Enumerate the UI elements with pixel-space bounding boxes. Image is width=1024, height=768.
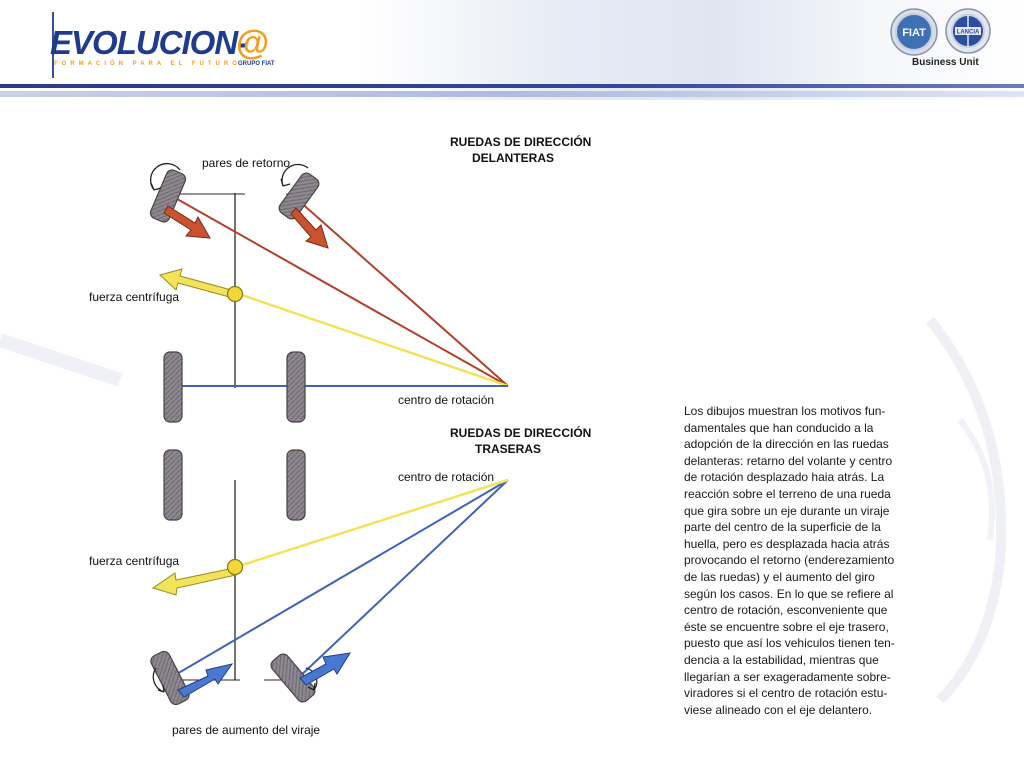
front-title-line1: RUEDAS DE DIRECCIÓN — [450, 134, 591, 149]
header-rule — [0, 84, 1024, 88]
description-line: Los dibujos muestran los motivos fun- — [684, 404, 886, 418]
business-unit-label: Business Unit — [912, 57, 979, 68]
description-line: viradores si el centro de rotación estu- — [684, 686, 888, 701]
rear-torque-label: pares de aumento del viraje — [172, 723, 320, 737]
brand-at-symbol: @ — [236, 24, 270, 62]
description-line: dencia a la estabilidad, mientras que — [684, 652, 879, 667]
description-line: adopción de la dirección en las ruedas — [684, 437, 889, 452]
description-paragraph: Los dibujos muestran los motivos fun- da… — [684, 403, 952, 718]
description-line: huella, pero es desplazada hacia atrás — [684, 536, 890, 551]
front-center-label: centro de rotación — [398, 393, 494, 407]
description-line: reacción sobre el terreno de una rueda — [684, 486, 891, 501]
header-banner — [0, 0, 1024, 100]
rear-right-wheel — [270, 653, 316, 703]
description-line: llegarían a ser exageradamente sobre- — [684, 669, 891, 684]
brand-tagline: FORMACIÓN PARA EL FUTURO — [54, 61, 241, 67]
rear-yellow-line — [235, 478, 509, 569]
description-line: de las ruedas) y el aumento del giro — [684, 569, 875, 584]
rear-diagram-front-left-wheel — [163, 449, 183, 521]
rear-right-blue-arrow — [299, 652, 351, 686]
description-line: centro de rotación, esconveniente que — [684, 603, 888, 618]
fiat-logo-text: FIAT — [902, 27, 926, 39]
front-title-line2: DELANTERAS — [472, 151, 554, 165]
front-right-wheel — [278, 172, 320, 220]
lancia-logo: LANCIA — [945, 8, 991, 54]
description-line: provocando el retorno (enderezamiento — [684, 553, 895, 568]
description-line: que gira sobre un eje durante un viraje — [684, 503, 890, 518]
front-diagram-rear-right-wheel — [286, 351, 306, 423]
rear-steering-group: RUEDAS DE DIRECCIÓN TRASERAS centro de r… — [89, 425, 591, 737]
rear-center-of-mass — [226, 558, 244, 576]
front-red-line-right — [297, 199, 509, 387]
rear-diagram-front-right-wheel — [286, 449, 306, 521]
rear-title-line1: RUEDAS DE DIRECCIÓN — [450, 425, 591, 440]
description-line: viese alineado con el eje delantero. — [684, 702, 873, 717]
front-right-red-arrow — [290, 207, 329, 249]
description-line: éste se encuentre sobre el eje trasero, — [684, 619, 889, 634]
front-yellow-line — [235, 291, 509, 388]
front-centrifugal-arrow — [159, 268, 236, 299]
rear-left-wheel — [150, 650, 190, 706]
description-line: según los casos. En lo que se refiere al — [684, 586, 894, 601]
description-line: damentales que han conducido a la — [684, 420, 874, 435]
brand-logo-text: EVOLUCION- — [50, 24, 248, 61]
front-torque-label: pares de retorno — [202, 156, 290, 170]
front-left-red-arrow — [163, 205, 211, 239]
front-diagram-rear-left-wheel — [163, 351, 183, 423]
rear-centrifugal-arrow — [151, 567, 237, 596]
front-center-of-mass — [226, 285, 244, 303]
header-rule-light — [0, 91, 1024, 97]
rear-left-blue-arrow — [177, 663, 234, 698]
description-line: delanteras: retarno del volante y centro — [684, 453, 893, 468]
brand-divider — [52, 12, 54, 78]
rear-title-line2: TRASERAS — [475, 442, 541, 456]
group-label: GRUPO FIAT — [238, 61, 275, 67]
front-centrifugal-label: fuerza centrífuga — [89, 290, 179, 304]
description-line: puesto que así los vehiculos tienen ten- — [684, 636, 895, 651]
rear-blue-line-right — [295, 479, 509, 681]
rear-centrifugal-label: fuerza centrífuga — [89, 554, 179, 568]
rear-blue-line-left — [169, 479, 509, 679]
front-red-line-left — [169, 194, 509, 387]
description-line: de rotación desplazado haia atrás. La — [684, 470, 885, 485]
front-steering-group: pares de retorno fuerza centrífuga centr… — [89, 134, 591, 423]
lancia-logo-text: LANCIA — [957, 30, 980, 36]
description-line: parte del centro de la superficie de la — [684, 520, 881, 535]
front-left-wheel — [149, 169, 187, 223]
rear-center-label: centro de rotación — [398, 470, 494, 484]
fiat-logo: FIAT — [890, 8, 938, 56]
